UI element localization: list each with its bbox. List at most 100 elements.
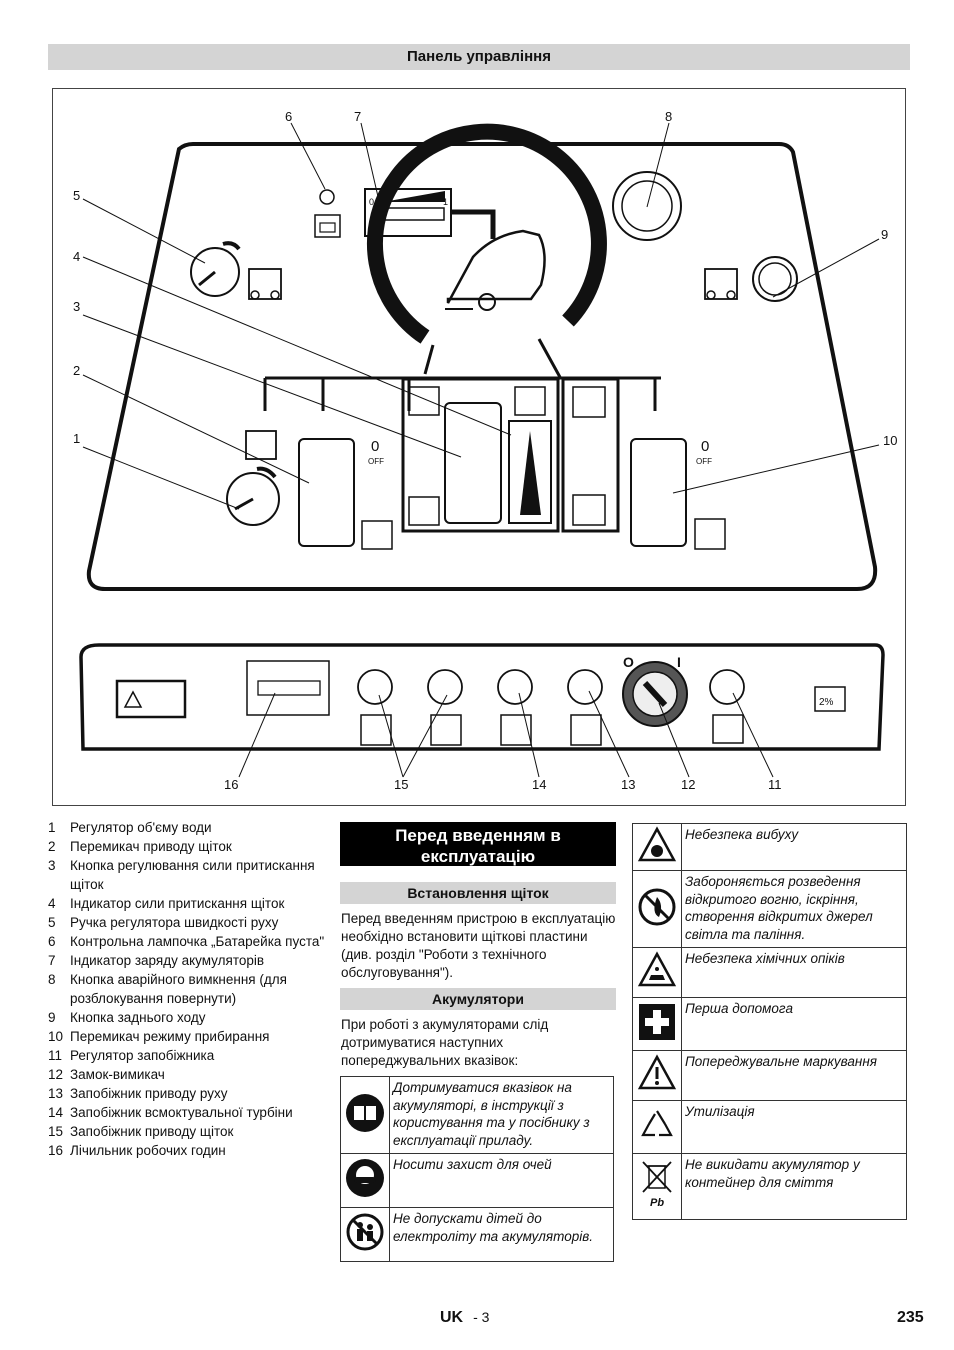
callout-8: 8 bbox=[665, 109, 672, 124]
section-title: Перед введенням в експлуатацію bbox=[340, 822, 616, 866]
footer-sub: - 3 bbox=[473, 1309, 490, 1325]
battery-lamp bbox=[319, 189, 335, 205]
battery-warnings-table: Дотримуватися вказівок на акумуляторі, в… bbox=[340, 1076, 614, 1262]
table-row: Перша допомога bbox=[632, 997, 907, 1051]
table-row: Попереджувальне маркування bbox=[632, 1050, 907, 1101]
mode-switch-zero: 0 bbox=[701, 438, 709, 455]
warning-text: Дотримуватися вказівок на акумуляторі, в… bbox=[389, 1076, 614, 1154]
gauge-zero-label: 0 bbox=[369, 197, 374, 207]
water-regulator-knob[interactable] bbox=[226, 472, 280, 526]
battery-symbols-table-wrap: Небезпека вибуху Забороняється розведенн… bbox=[632, 823, 907, 1220]
safety-fuse[interactable] bbox=[709, 669, 745, 705]
symbol-text: Небезпека хімічних опіків bbox=[681, 947, 907, 998]
batteries-heading: Акумулятори bbox=[340, 988, 616, 1010]
brush-switch-zero: 0 bbox=[371, 438, 379, 455]
machine-ring bbox=[366, 123, 607, 344]
table-row: Дотримуватися вказівок на акумуляторі, в… bbox=[340, 1076, 614, 1154]
callout-9: 9 bbox=[881, 227, 888, 242]
brushes-text: Перед введенням пристрою в експлуатацію … bbox=[341, 911, 616, 980]
control-panel-figure: 0 1 0 OFF 0 OFF bbox=[52, 88, 906, 806]
reverse-button[interactable] bbox=[752, 256, 798, 302]
callout-12: 12 bbox=[681, 777, 695, 792]
manual-icon bbox=[346, 1093, 384, 1132]
brushes-heading: Встановлення щіток bbox=[340, 882, 616, 904]
warning-icon bbox=[637, 1054, 677, 1090]
table-row: Небезпека хімічних опіків bbox=[632, 947, 907, 998]
callout-15: 15 bbox=[394, 777, 408, 792]
callout-13: 13 bbox=[621, 777, 635, 792]
lower-panel bbox=[79, 643, 885, 751]
table-row: Pb Не викидати акумулятор у контейнер дл… bbox=[632, 1153, 907, 1220]
cleaning-mode-group bbox=[561, 377, 620, 533]
callout-2: 2 bbox=[73, 363, 80, 378]
recycling-icon bbox=[641, 1110, 673, 1136]
table-row: Носити захист для очей bbox=[340, 1153, 614, 1208]
cleaning-mode-switch[interactable] bbox=[630, 438, 687, 547]
control-panel-diagram: 0 1 0 OFF 0 OFF bbox=[73, 109, 897, 792]
table-row: Забороняється розведення відкритого вогн… bbox=[632, 870, 907, 948]
symbol-text: Утилізація bbox=[681, 1100, 907, 1154]
svg-text:Pb: Pb bbox=[650, 1197, 664, 1209]
callout-7: 7 bbox=[354, 109, 361, 124]
forward-icon bbox=[248, 268, 282, 300]
battery-symbols-table: Небезпека вибуху Забороняється розведенн… bbox=[632, 823, 907, 1220]
turbine-fuse[interactable] bbox=[497, 669, 533, 705]
brush-drive-switch[interactable] bbox=[298, 438, 355, 547]
brush-fuse-1[interactable] bbox=[357, 669, 393, 705]
brush-pressure-indicator bbox=[508, 420, 552, 524]
gauge-one-label: 1 bbox=[443, 197, 448, 207]
callout-1: 1 bbox=[73, 431, 80, 446]
brush-icon bbox=[361, 520, 393, 550]
table-row: Небезпека вибуху bbox=[632, 823, 907, 871]
footer-lang: UK- 3 bbox=[440, 1309, 490, 1326]
brush-fuse-2[interactable] bbox=[427, 669, 463, 705]
warning-text: Не допускати дітей до електроліту та аку… bbox=[389, 1207, 614, 1262]
table-row: Утилізація bbox=[632, 1100, 907, 1154]
key-on-label: I bbox=[677, 654, 681, 670]
battery-icon bbox=[314, 214, 341, 238]
machine-icon bbox=[446, 229, 546, 304]
symbol-text: Не викидати акумулятор у контейнер для с… bbox=[681, 1153, 907, 1220]
no-trash-bin-icon: Pb bbox=[642, 1161, 672, 1209]
acid-burn-icon bbox=[637, 951, 677, 987]
first-aid-icon bbox=[639, 1003, 675, 1040]
drive-fuse[interactable] bbox=[567, 669, 603, 705]
brush-pressure-button[interactable] bbox=[444, 402, 502, 524]
callout-14: 14 bbox=[532, 777, 546, 792]
callout-3: 3 bbox=[73, 299, 80, 314]
mode-switch-off: OFF bbox=[696, 457, 712, 466]
commissioning-section: Перед введенням в експлуатацію Встановле… bbox=[340, 822, 616, 1262]
brush-pressure-group bbox=[401, 377, 560, 533]
warning-text: Носити захист для очей bbox=[389, 1153, 614, 1208]
table-row: Не допускати дітей до електроліту та аку… bbox=[340, 1207, 614, 1262]
manual-sticker-icon bbox=[115, 679, 187, 719]
page-number: 235 bbox=[897, 1309, 924, 1326]
goggles-icon bbox=[346, 1159, 384, 1198]
callout-16: 16 bbox=[224, 777, 238, 792]
section-header: Панель управління bbox=[48, 44, 910, 70]
explosion-icon bbox=[637, 826, 677, 861]
reverse-icon bbox=[704, 268, 738, 300]
batteries-text: При роботі з акумуляторами слід дотримув… bbox=[341, 1017, 549, 1068]
upper-panel bbox=[86, 142, 878, 591]
symbol-text: Небезпека вибуху bbox=[681, 823, 907, 871]
speed-knob[interactable] bbox=[190, 247, 240, 297]
water-tap-icon bbox=[245, 430, 277, 460]
symbol-text: Перша допомога bbox=[681, 997, 907, 1051]
key-off-label: O bbox=[623, 654, 634, 670]
emergency-stop-button[interactable] bbox=[612, 171, 682, 241]
no-children-icon bbox=[346, 1213, 384, 1251]
slope-icon bbox=[814, 686, 846, 712]
